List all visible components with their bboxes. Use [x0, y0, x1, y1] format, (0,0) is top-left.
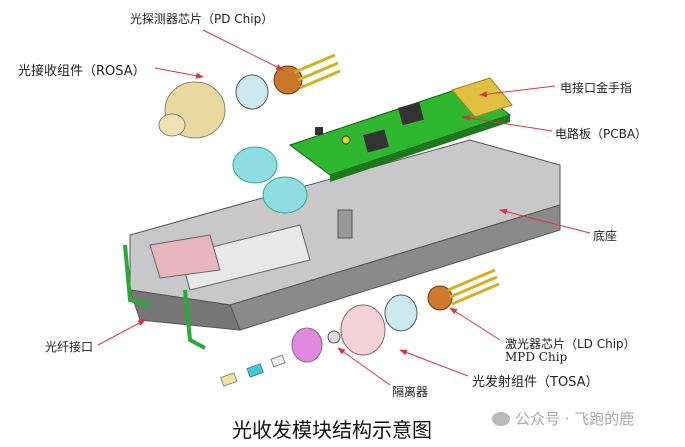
watermark-text: 公众号 · 飞跑的鹿: [515, 410, 635, 428]
label-isolator: 隔离器: [392, 385, 429, 399]
watermark: 公众号 · 飞跑的鹿: [492, 408, 634, 429]
ld-chip: [427, 285, 453, 311]
label-fiber-port: 光纤接口: [45, 340, 94, 354]
label-ld-chip: 激光器芯片（LD Chip）: [505, 337, 636, 351]
diagram-title: 光收发模块结构示意图: [232, 418, 432, 442]
label-pd-chip: 光探测器芯片（PD Chip）: [130, 12, 274, 26]
tosa-parts: [220, 268, 500, 387]
label-tosa: 光发射组件（TOSA）: [472, 375, 599, 390]
gold-finger: [451, 77, 513, 118]
callout-arrows: [97, 29, 591, 386]
mounted-optics: [232, 146, 353, 239]
label-rosa: 光接收组件（ROSA）: [18, 64, 146, 79]
label-mpd-chip: MPD Chip: [505, 350, 568, 364]
label-gold-finger: 电接口金手指: [560, 81, 633, 95]
label-pcba: 电路板（PCBA）: [555, 127, 648, 141]
rosa-parts: [158, 53, 341, 139]
pcba: [288, 77, 513, 182]
pd-chip: [273, 65, 303, 95]
wechat-icon: [492, 412, 510, 426]
label-base: 底座: [593, 229, 618, 243]
